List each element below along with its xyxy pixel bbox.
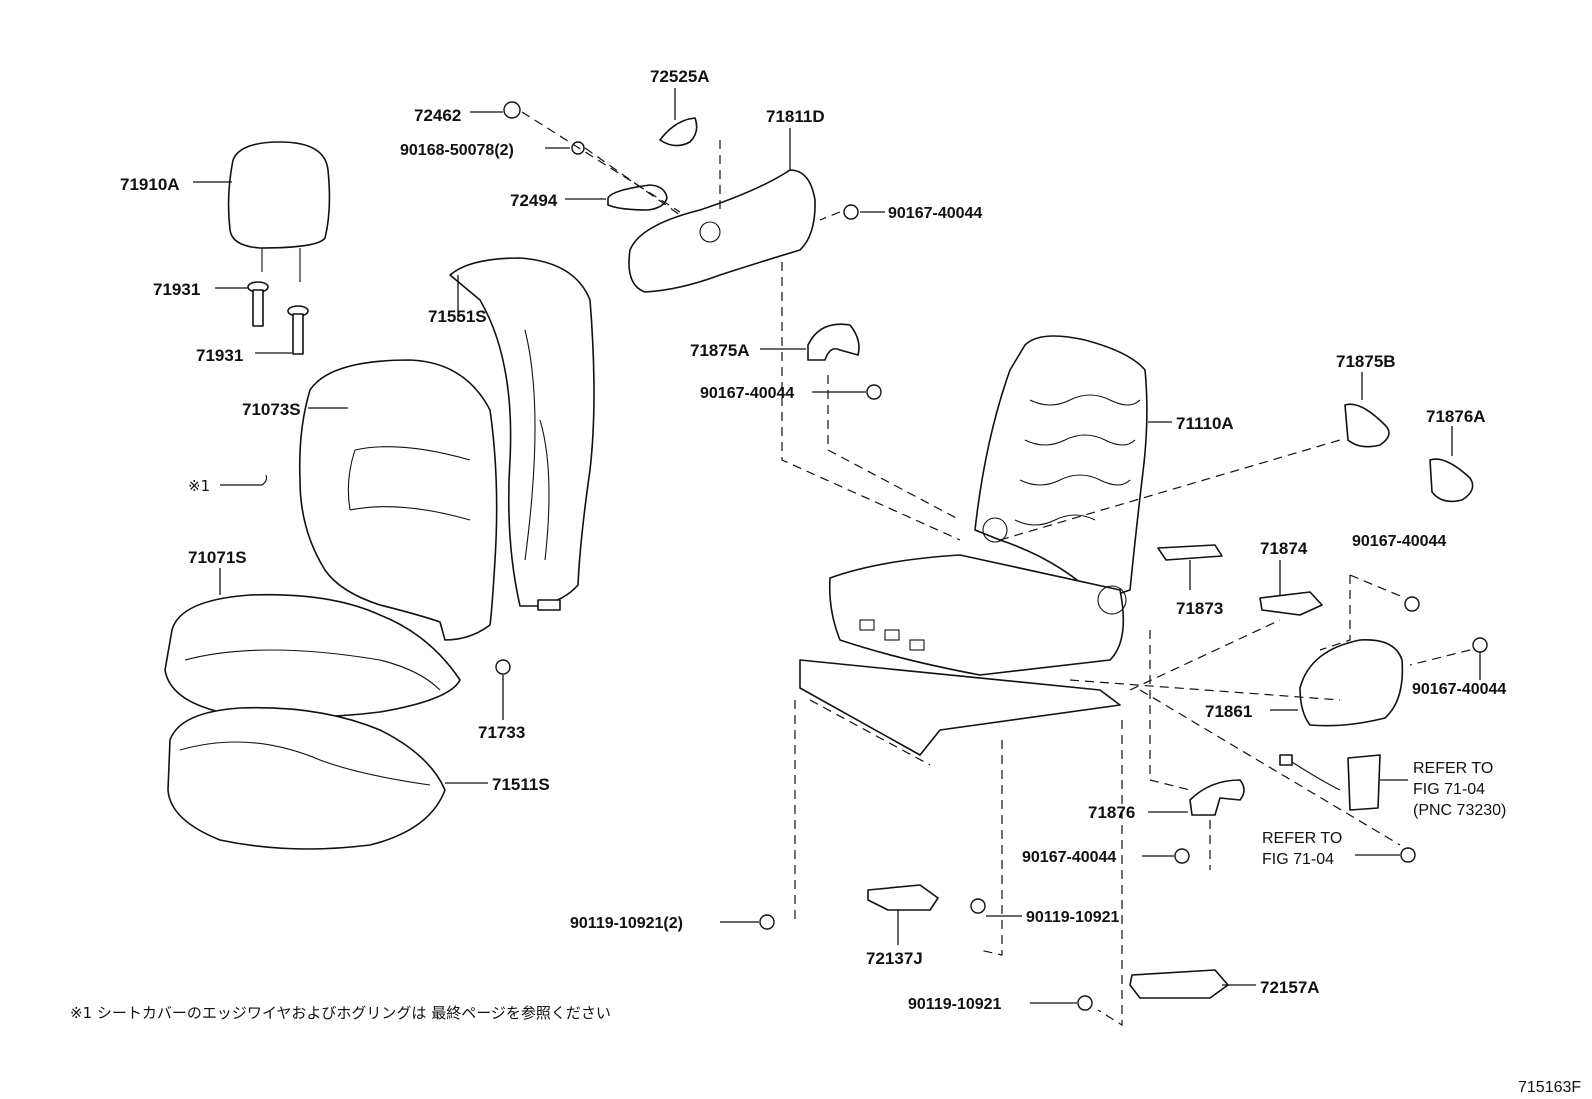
label-90168-50078: 90168-50078(2) [400, 142, 514, 159]
label-72137J: 72137J [866, 949, 923, 968]
cover-71875B [1344, 372, 1390, 448]
note-marker [220, 474, 268, 486]
cover-71876 [1148, 779, 1245, 816]
label-90119-10921-bot: 90119-10921 [908, 996, 1002, 1013]
label-71861: 71861 [1205, 702, 1252, 721]
headrest-guide-b [255, 305, 309, 355]
lever-72494 [565, 184, 668, 211]
cover-71875A [760, 323, 860, 361]
knob-72525A [659, 88, 698, 147]
cap-72462 [470, 101, 521, 119]
label-71931-b: 71931 [196, 346, 243, 365]
screw-90167-40044-mid [812, 384, 882, 400]
bolt-90119-10921-2 [720, 914, 775, 930]
bolt-refer [1355, 847, 1416, 863]
label-refer2-b: FIG 71-04 [1262, 851, 1334, 868]
headrest [193, 141, 331, 282]
cover-71876A [1429, 426, 1474, 503]
recliner-cover [628, 128, 816, 293]
label-90167-40044-right: 90167-40044 [1352, 533, 1446, 550]
label-71875A: 71875A [690, 341, 750, 360]
cover-72137J [867, 884, 939, 945]
label-refer1-c: (PNC 73230) [1413, 802, 1506, 819]
label-refer1-a: REFER TO [1413, 760, 1493, 777]
bracket-71873 [1157, 544, 1223, 590]
footnote: ※1 シートカバーのエッジワイヤおよびホグリングは 最終ページを参照ください [70, 1004, 611, 1022]
label-71876: 71876 [1088, 803, 1135, 822]
screw-90167-40044-top [843, 204, 885, 220]
label-90167-40044-right2: 90167-40044 [1412, 681, 1506, 698]
seatback-front-cover [298, 359, 498, 641]
label-90119-10921-mid: 90119-10921 [1026, 909, 1120, 926]
seat-cushion-cover [164, 568, 461, 718]
assembly-lines [521, 111, 1471, 1027]
cover-72157A [1129, 969, 1256, 999]
label-71073S: 71073S [242, 400, 301, 419]
label-72494: 72494 [510, 191, 558, 210]
screw-90167-40044-low [1142, 848, 1190, 864]
label-refer2-a: REFER TO [1262, 830, 1342, 847]
label-72525A: 72525A [650, 67, 710, 86]
label-71873: 71873 [1176, 599, 1223, 618]
bolt-90119-10921-mid [970, 898, 1022, 917]
label-71811D: 71811D [766, 107, 825, 126]
label-71931-a: 71931 [153, 280, 200, 299]
bracket-71874 [1259, 560, 1323, 616]
bolt-90119-10921-bot [1030, 995, 1093, 1011]
label-71071S: 71071S [188, 548, 247, 567]
seat-frame [799, 335, 1172, 756]
part-labels: 72525A 72462 71811D 90168-50078(2) 71910… [120, 67, 1506, 1013]
cover-71861 [1270, 639, 1404, 727]
label-71551S: 71551S [428, 307, 487, 326]
screw-90167-40044-right2 [1472, 637, 1488, 680]
seatback-rear-cover [449, 257, 595, 611]
seat-cushion-pad [167, 706, 488, 850]
label-72462: 72462 [414, 106, 461, 125]
label-71876A: 71876A [1426, 407, 1486, 426]
screw-90167-40044-right [1404, 596, 1420, 612]
label-note-1: ※1 [188, 477, 210, 495]
label-71110A: 71110A [1176, 414, 1234, 433]
label-71910A: 71910A [120, 175, 180, 194]
label-90167-40044-top: 90167-40044 [888, 205, 982, 222]
figure-code: 715163F [1518, 1079, 1581, 1096]
label-90167-40044-low: 90167-40044 [1022, 849, 1116, 866]
label-71511S: 71511S [492, 775, 550, 794]
label-71733: 71733 [478, 723, 525, 742]
label-90119-10921-2: 90119-10921(2) [570, 915, 683, 932]
label-71874: 71874 [1260, 539, 1308, 558]
label-72157A: 72157A [1260, 978, 1320, 997]
label-90167-40044-mid: 90167-40044 [700, 385, 794, 402]
label-71875B: 71875B [1336, 352, 1396, 371]
label-refer1-b: FIG 71-04 [1413, 781, 1485, 798]
seatbelt-buckle [1279, 754, 1408, 811]
headrest-guide-a [215, 281, 269, 327]
clip-71733 [495, 659, 511, 720]
